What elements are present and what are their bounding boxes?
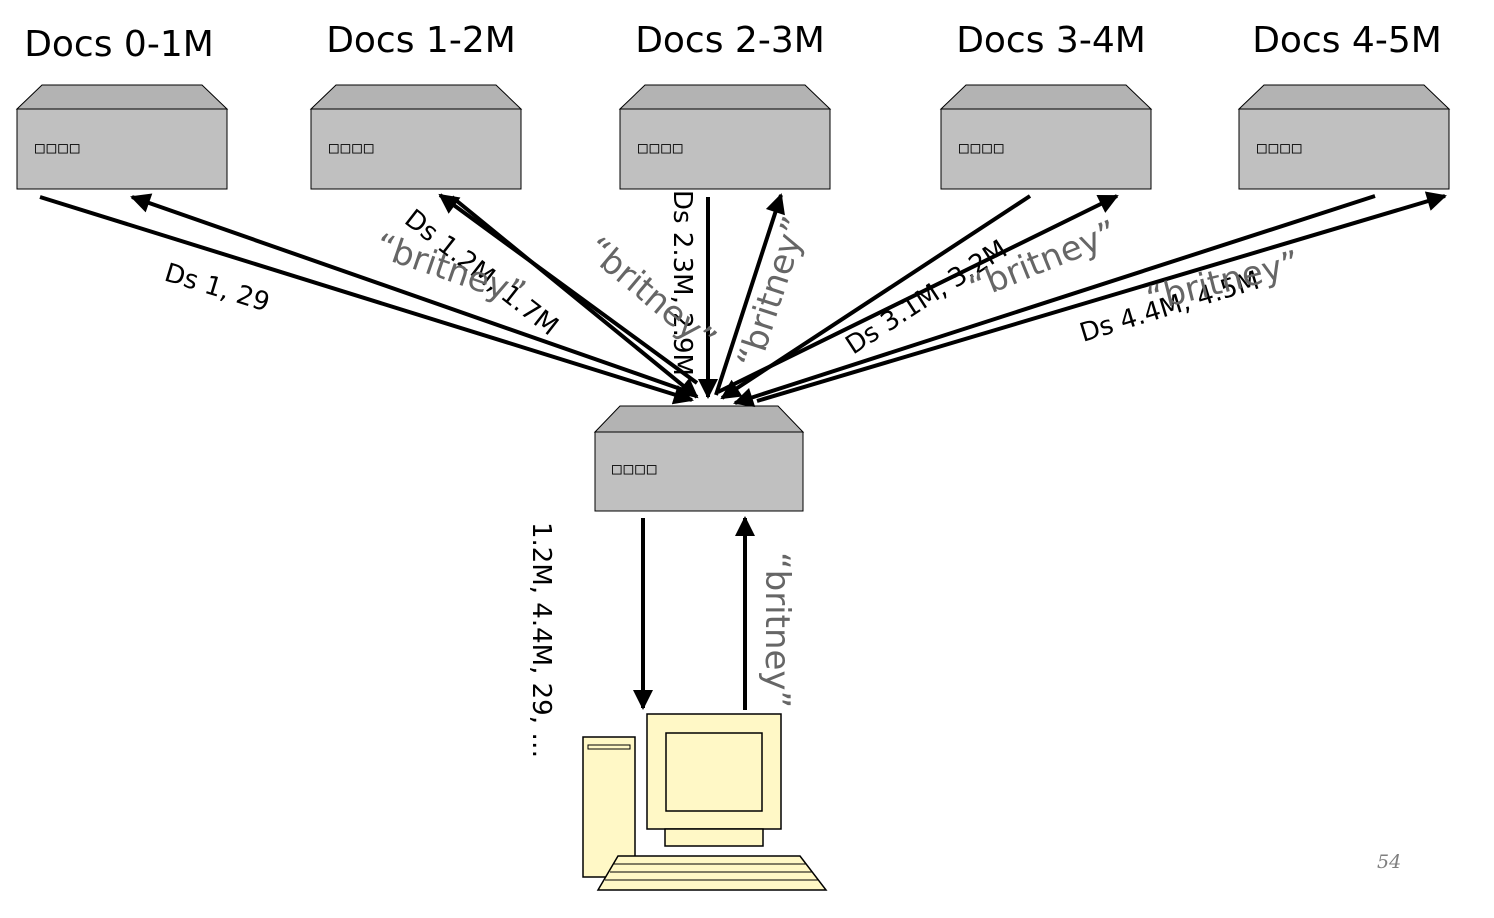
server-leds-4: □□□□ [1257,138,1304,157]
shard-title-1: Docs 1-2M [326,20,516,61]
shard-server-1: □□□□ [309,84,523,190]
shard-server-3: □□□□ [939,84,1153,190]
query-arrow-3 [717,194,1119,394]
shard-server-2: □□□□ [618,84,832,190]
query-arrow-2 [714,193,785,396]
query-arrow-1 [438,193,699,385]
shard-title-3: Docs 3-4M [956,20,1146,61]
query-label-3: “britney” [963,213,1123,309]
result-arrow-4 [733,194,1376,407]
server-leds-2: □□□□ [638,138,685,157]
result-arrow-1 [450,195,699,399]
client-query-label: “britney” [757,552,797,708]
query-arrow-0 [130,193,693,395]
shard-server-0: □□□□ [15,84,229,190]
client-result-label: 1.2M, 4.4M, 29, … [526,522,556,758]
shard-title-4: Docs 4-5M [1252,20,1442,61]
server-leds-1: □□□□ [329,138,376,157]
page-number: 54 [1377,851,1401,873]
server-leds-0: □□□□ [35,138,82,157]
shard-title-0: Docs 0-1M [24,24,214,65]
shard-server-4: □□□□ [1237,84,1451,190]
query-label-1: “britney” [578,229,723,360]
result-label-0: Ds 1, 29 [161,258,273,318]
result-label-2: Ds 2.3M, 2.9M [667,190,697,376]
query-label-4: “britney” [1143,243,1304,320]
shard-title-2: Docs 2-3M [635,20,825,61]
aggregator-server: □□□□ [593,405,805,512]
server-leds-3: □□□□ [959,138,1006,157]
aggregator-leds: □□□□ [612,459,659,478]
client-computer-icon [582,713,828,891]
result-arrow-0 [39,195,694,405]
query-arrow-4 [756,191,1447,403]
